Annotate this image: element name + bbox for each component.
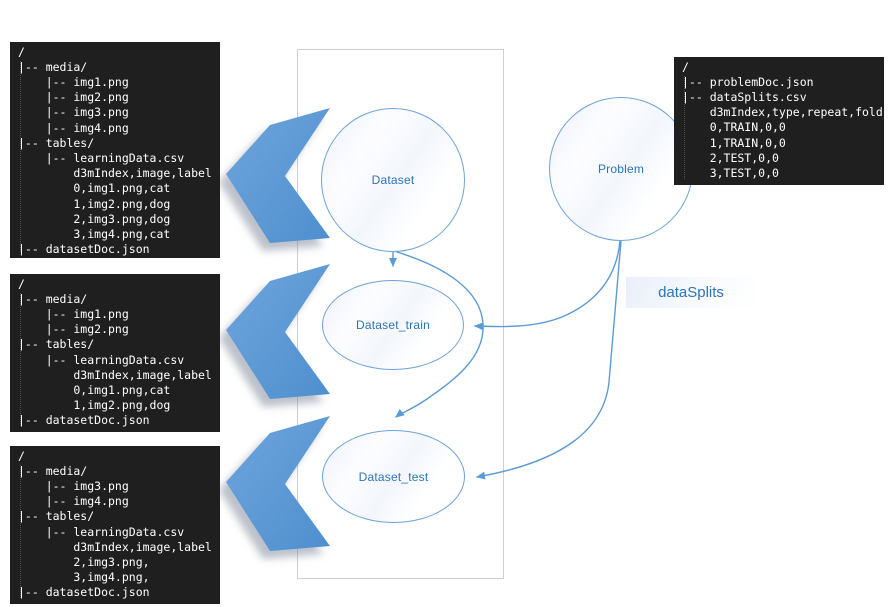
node-dataset-test: Dataset_test [322, 430, 465, 523]
file-tree-dataset: / |-- media/ |-- img1.png |-- img2.png |… [10, 41, 220, 258]
chevron-left-icon [226, 416, 330, 551]
node-dataset-label: Dataset [371, 173, 415, 187]
chevron-left-icon [226, 108, 330, 243]
file-tree-dataset-test: / |-- media/ |-- img3.png |-- img4.png |… [10, 445, 220, 604]
node-dataset-train: Dataset_train [322, 280, 464, 370]
node-dataset-train-label: Dataset_train [356, 318, 430, 332]
file-tree-problem: / |-- problemDoc.json |-- dataSplits.csv… [674, 56, 884, 185]
node-dataset: Dataset [321, 108, 465, 252]
chevron-left-icon [226, 264, 330, 399]
node-problem-label: Problem [597, 162, 645, 176]
node-dataset-test-label: Dataset_test [358, 469, 429, 484]
node-problem: Problem [549, 97, 693, 241]
file-tree-dataset-train: / |-- media/ |-- img1.png |-- img2.png |… [10, 273, 220, 432]
datasplits-edge-label: dataSplits [626, 277, 756, 308]
datasplits-edge-label-text: dataSplits [658, 284, 724, 301]
